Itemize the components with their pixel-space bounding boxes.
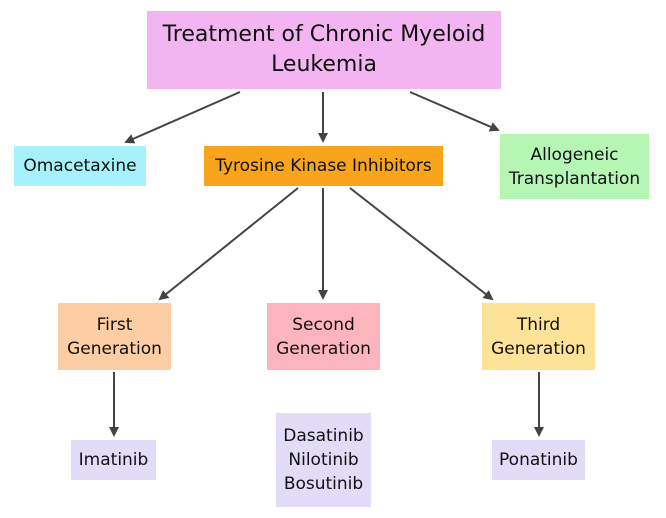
third-generation-line-2: Generation <box>491 338 586 359</box>
node-second-generation-drugs: Dasatinib Nilotinib Bosutinib <box>276 413 371 507</box>
tki-label: Tyrosine Kinase Inhibitors <box>215 156 432 176</box>
node-ponatinib: Ponatinib <box>492 440 585 480</box>
first-generation-line-2: Generation <box>67 338 162 359</box>
dasatinib-label: Dasatinib <box>283 426 364 446</box>
bosutinib-label: Bosutinib <box>283 474 364 494</box>
allogeneic-line-1: Allogeneic <box>530 144 619 165</box>
nilotinib-label: Nilotinib <box>288 450 359 470</box>
node-imatinib: Imatinib <box>71 440 156 480</box>
root-line-2: Leukemia <box>271 52 377 77</box>
arrow-tki-to-third-generation <box>349 187 494 301</box>
node-second-generation: Second Generation <box>267 303 380 370</box>
node-omacetaxine: Omacetaxine <box>14 146 146 186</box>
second-generation-line-1: Second <box>292 314 355 335</box>
root-line-1: Treatment of Chronic Myeloid <box>162 22 486 47</box>
third-generation-line-1: Third <box>516 314 561 335</box>
imatinib-label: Imatinib <box>78 450 149 470</box>
node-third-generation: Third Generation <box>482 303 595 370</box>
ponatinib-label: Ponatinib <box>499 450 578 470</box>
arrow-root-to-omacetaxine <box>124 91 241 144</box>
node-allogeneic-transplantation: Allogeneic Transplantation <box>500 134 649 199</box>
node-first-generation: First Generation <box>58 303 171 370</box>
first-generation-line-1: First <box>96 314 133 335</box>
arrow-tki-to-first-generation <box>158 187 299 301</box>
omacetaxine-label: Omacetaxine <box>23 156 137 176</box>
allogeneic-line-2: Transplantation <box>508 168 641 189</box>
arrow-root-to-allogeneic <box>409 91 500 132</box>
root-node-treatment-cml: Treatment of Chronic Myeloid Leukemia <box>147 11 501 89</box>
second-generation-line-2: Generation <box>276 338 371 359</box>
node-tyrosine-kinase-inhibitors: Tyrosine Kinase Inhibitors <box>204 146 443 186</box>
